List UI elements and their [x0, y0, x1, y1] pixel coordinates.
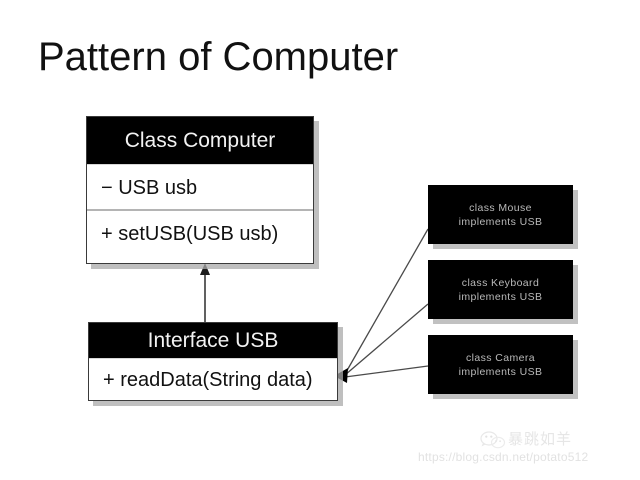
wechat-icon [480, 431, 506, 449]
class-box-computer-method: + setUSB(USB usb) [101, 223, 279, 245]
connector-keyboard-to-usb [344, 303, 429, 376]
watermark-url: https://blog.csdn.net/potato512 [418, 450, 589, 464]
impl-box-keyboard-line1: class Keyboard [461, 276, 540, 289]
impl-box-keyboard[interactable]: class Keyboard implements USB [428, 260, 573, 319]
class-box-interface-usb-header: Interface USB [89, 323, 337, 358]
impl-box-mouse-line1: class Mouse [469, 201, 532, 214]
watermark-brand: 暴跳如羊 [508, 431, 573, 448]
watermark: 暴跳如羊 https://blog.csdn.net/potato512 [418, 428, 640, 468]
impl-box-mouse-line2: implements USB [458, 215, 543, 228]
impl-box-camera-line2: implements USB [458, 365, 543, 378]
class-box-interface-usb-method: + readData(String data) [89, 358, 337, 401]
connector-mouse-to-usb [344, 228, 429, 375]
connector-camera-to-usb [344, 365, 429, 378]
impl-box-camera-line1: class Camera [466, 351, 535, 364]
impl-box-camera[interactable]: class Camera implements USB [428, 335, 573, 394]
class-box-computer-field: − USB usb [87, 164, 313, 211]
page-title: Pattern of Computer [38, 35, 399, 79]
impl-box-keyboard-line2: implements USB [458, 290, 543, 303]
impl-box-mouse[interactable]: class Mouse implements USB [428, 185, 573, 244]
class-box-computer[interactable]: Class Computer − USB usb + setUSB(USB us… [86, 116, 314, 264]
connector-usb-to-computer [200, 263, 210, 322]
class-box-interface-usb[interactable]: Interface USB + readData(String data) [88, 322, 338, 401]
class-box-computer-header: Class Computer [87, 117, 313, 164]
